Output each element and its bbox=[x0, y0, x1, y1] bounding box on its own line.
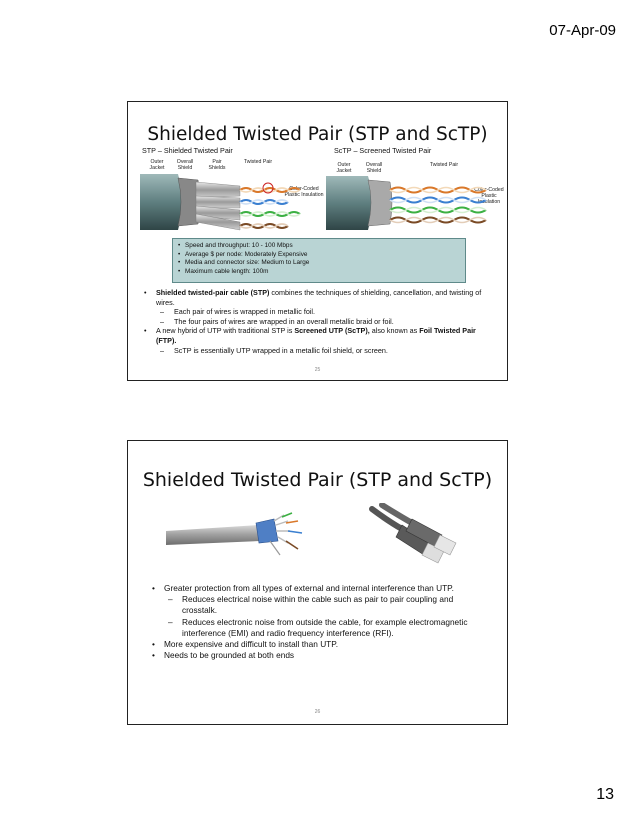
bullet-text: combines the techniques of shielding, ca… bbox=[156, 288, 482, 307]
slide-number: 26 bbox=[314, 709, 321, 715]
sub-bullet: –Reduces electrical noise within the cab… bbox=[168, 594, 454, 616]
rj45-connectors-photo bbox=[369, 503, 457, 564]
sub-bullet-text: Reduces electrical noise within the cabl… bbox=[182, 594, 454, 616]
bullet-item: •Greater protection from all types of ex… bbox=[152, 583, 454, 593]
bullet-item: •Needs to be grounded at both ends bbox=[152, 650, 295, 661]
sub-bullet-text: Reduces electronic noise from outside th… bbox=[182, 616, 468, 638]
bullet-stp: •Shielded twisted-pair cable (STP) combi… bbox=[144, 288, 482, 307]
page-number: 13 bbox=[596, 786, 614, 803]
sub-bullet: –Each pair of wires is wrapped in metall… bbox=[160, 307, 316, 317]
slide-25: Shielded Twisted Pair (STP and ScTP) STP… bbox=[127, 101, 508, 381]
bullet-bold: Foil Twisted Pair (FTP). bbox=[156, 326, 476, 345]
bullet-sctp: •A new hybrid of UTP with traditional ST… bbox=[144, 326, 476, 345]
stp-label: STP – Shielded Twisted Pair bbox=[142, 146, 233, 155]
stp-color-coded-label: Color-Coded Plastic Insulation bbox=[284, 186, 324, 198]
spec-item: Average $ per node: Moderately Expensive bbox=[178, 251, 465, 260]
cable-specs-box: Speed and throughput: 10 - 100 Mbps Aver… bbox=[172, 238, 466, 283]
slide-title: Shielded Twisted Pair (STP and ScTP) bbox=[147, 124, 488, 145]
slide-26: Shielded Twisted Pair (STP and ScTP) •Gr… bbox=[127, 440, 508, 725]
slide2-bullets: •Greater protection from all types of ex… bbox=[150, 583, 489, 661]
stp-twisted-pair-label: Twisted Pair bbox=[243, 159, 273, 165]
stp-pair-shields-label: Pair Shields bbox=[208, 159, 226, 171]
stp-overall-shield-label: Overall Shield bbox=[176, 159, 194, 171]
sub-bullet: –Reduces electronic noise from outside t… bbox=[168, 616, 468, 638]
bullet-bold: Screened UTP (ScTP), bbox=[294, 326, 370, 336]
stp-cable-illustration bbox=[140, 174, 301, 231]
page-date: 07-Apr-09 bbox=[549, 22, 616, 39]
sub-bullet-text: The four pairs of wires are wrapped in a… bbox=[174, 316, 394, 326]
bullet-text: Greater protection from all types of ext… bbox=[164, 583, 454, 593]
slide1-bullets: •Shielded twisted-pair cable (STP) combi… bbox=[142, 288, 493, 355]
spec-item: Media and connector size: Medium to Larg… bbox=[178, 259, 465, 268]
sub-bullet: –The four pairs of wires are wrapped in … bbox=[160, 316, 394, 326]
slide-number: 25 bbox=[314, 367, 321, 373]
bullet-bold: Shielded twisted-pair cable (STP) bbox=[156, 288, 270, 297]
spec-item: Maximum cable length: 100m bbox=[178, 268, 465, 277]
slide-title: Shielded Twisted Pair (STP and ScTP) bbox=[142, 469, 493, 491]
sctp-twisted-pair-label: Twisted Pair bbox=[429, 162, 459, 168]
sctp-cable-illustration bbox=[326, 176, 487, 230]
sctp-label: ScTP – Screened Twisted Pair bbox=[334, 146, 432, 155]
spec-item: Speed and throughput: 10 - 100 Mbps bbox=[178, 242, 465, 251]
stp-outer-jacket-label: Outer Jacket bbox=[149, 159, 165, 171]
sctp-color-coded-label: Color-Coded Plastic Insulation bbox=[474, 187, 504, 205]
sub-bullet-text: ScTP is essentially UTP wrapped in a met… bbox=[174, 345, 388, 355]
bullet-text: also known as bbox=[369, 326, 420, 336]
sctp-outer-jacket-label: Outer Jacket bbox=[336, 162, 352, 174]
sub-bullet-text: Each pair of wires is wrapped in metalli… bbox=[174, 307, 316, 317]
bullet-text: A new hybrid of UTP with traditional STP… bbox=[156, 326, 295, 336]
sctp-overall-shield-label: Overall Shield bbox=[365, 162, 383, 174]
bullet-text: More expensive and difficult to install … bbox=[164, 639, 339, 650]
stp-cable-photo bbox=[166, 512, 303, 556]
bullet-text: Needs to be grounded at both ends bbox=[164, 650, 295, 661]
sub-bullet: –ScTP is essentially UTP wrapped in a me… bbox=[160, 345, 388, 355]
bullet-item: •More expensive and difficult to install… bbox=[152, 639, 339, 650]
